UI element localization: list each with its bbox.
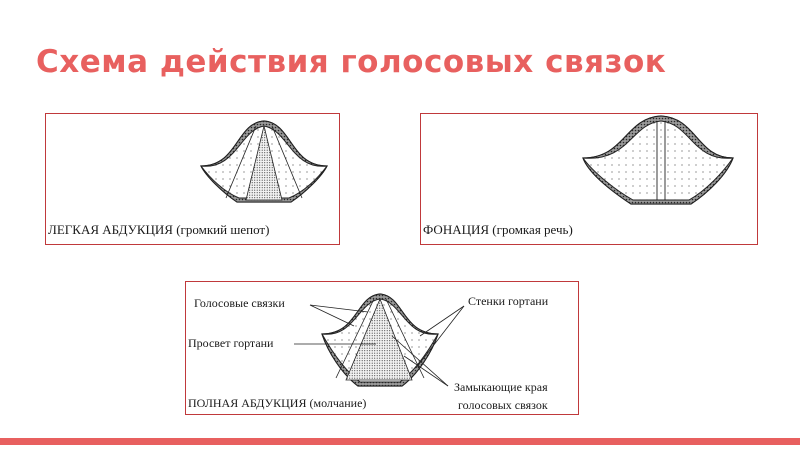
panel-full-abduction: Голосовые связки Просвет гортани Стенки … <box>185 281 579 415</box>
glottis-opening <box>245 125 283 201</box>
label-closing-edges-line2: голосовых связок <box>458 398 548 412</box>
label-vocal-folds: Голосовые связки <box>194 296 285 310</box>
panel-caption: ЛЕГКАЯ АБДУКЦИЯ (громкий шепот) <box>48 222 270 237</box>
vocal-fold-left <box>225 125 257 199</box>
light-abduction-diagram <box>200 120 328 203</box>
panel-light-abduction: ЛЕГКАЯ АБДУКЦИЯ (громкий шепот) <box>45 113 340 245</box>
leader-closing-edges-2 <box>403 355 449 387</box>
larynx-shape-fill <box>582 115 734 205</box>
larynx-rim-bottom <box>582 157 734 205</box>
leader-vocal-folds-2 <box>309 304 369 313</box>
vocal-fold-right <box>385 298 425 379</box>
phonation-diagram <box>582 115 734 205</box>
bottom-accent-bar <box>0 438 800 445</box>
leader-vocal-folds-1 <box>309 304 355 327</box>
panel-caption: ФОНАЦИЯ (громкая речь) <box>423 222 573 237</box>
leader-closing-edges-1 <box>391 335 449 387</box>
label-glottis: Просвет гортани <box>188 336 274 350</box>
slide-title: Схема действия голосовых связок <box>36 44 667 80</box>
label-larynx-walls: Стенки гортани <box>468 294 549 308</box>
label-closing-edges-line1: Замыкающие края <box>454 380 548 394</box>
leader-larynx-walls-1 <box>419 305 465 337</box>
full-abduction-diagram <box>294 293 465 387</box>
leader-larynx-walls-2 <box>415 305 465 369</box>
larynx-rim-bottom <box>200 165 328 203</box>
panel-phonation: ФОНАЦИЯ (громкая речь) <box>420 113 758 245</box>
vocal-fold-right <box>271 125 303 199</box>
panel-caption: ПОЛНАЯ АБДУКЦИЯ (молчание) <box>188 396 367 410</box>
